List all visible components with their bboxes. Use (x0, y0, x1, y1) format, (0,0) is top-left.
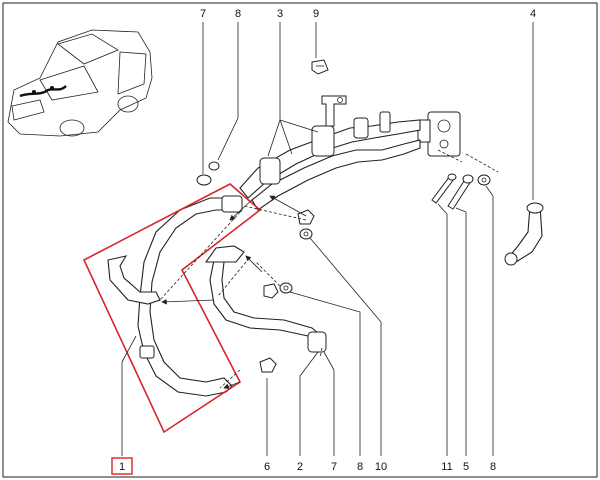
assembly-line (437, 149, 463, 163)
callout-top-9: 9 (313, 8, 319, 20)
assembly-line (465, 153, 499, 173)
clip-part-9 (311, 59, 329, 75)
hose-part-4 (504, 202, 544, 266)
washer-part-8-right (477, 174, 491, 186)
bolt-part-5 (447, 174, 474, 210)
pointer-arrow (161, 299, 215, 305)
assembly-line (319, 347, 323, 359)
callout-box-1 (111, 457, 133, 475)
nut-part-10 (297, 209, 315, 225)
assembly-line (243, 205, 307, 221)
callout-top-4: 4 (530, 8, 536, 20)
callout-bottom-1: 1 (119, 461, 125, 473)
pointer-arrow (245, 255, 263, 273)
callout-bottom-11: 11 (441, 461, 452, 473)
leader-lines (121, 22, 534, 456)
bolt-part-11 (431, 173, 457, 204)
callout-bottom-10: 10 (375, 461, 387, 473)
callout-bottom-2: 2 (297, 461, 303, 473)
callout-top-7: 7 (200, 8, 206, 20)
assembly-line (255, 261, 281, 287)
seal-part-7-upper (196, 174, 212, 186)
hose-part-2 (204, 245, 327, 353)
hose-part-1 (107, 195, 243, 397)
callout-bottom-5: 5 (463, 461, 469, 473)
pointer-arrow (229, 197, 255, 221)
pipe-assembly-upper (239, 95, 421, 211)
washer-part-10 (299, 228, 313, 240)
seal-part-8-upper (208, 161, 220, 171)
nut-part-6-upper (263, 283, 279, 299)
callout-bottom-6: 6 (264, 461, 270, 473)
nut-part-6 (259, 357, 277, 373)
assembly-line (217, 261, 247, 297)
vehicle-locator-icon (7, 29, 153, 137)
callout-bottom-7: 7 (331, 461, 337, 473)
callout-bottom-8b: 8 (490, 461, 496, 473)
condenser-block (417, 111, 461, 157)
washer-part-8-center (279, 282, 293, 294)
callout-top-8: 8 (235, 8, 241, 20)
pointer-arrow (223, 381, 241, 389)
callout-bottom-8: 8 (357, 461, 363, 473)
pointer-arrow (269, 195, 307, 217)
callout-top-3: 3 (277, 8, 283, 20)
highlight-outline (82, 183, 262, 434)
